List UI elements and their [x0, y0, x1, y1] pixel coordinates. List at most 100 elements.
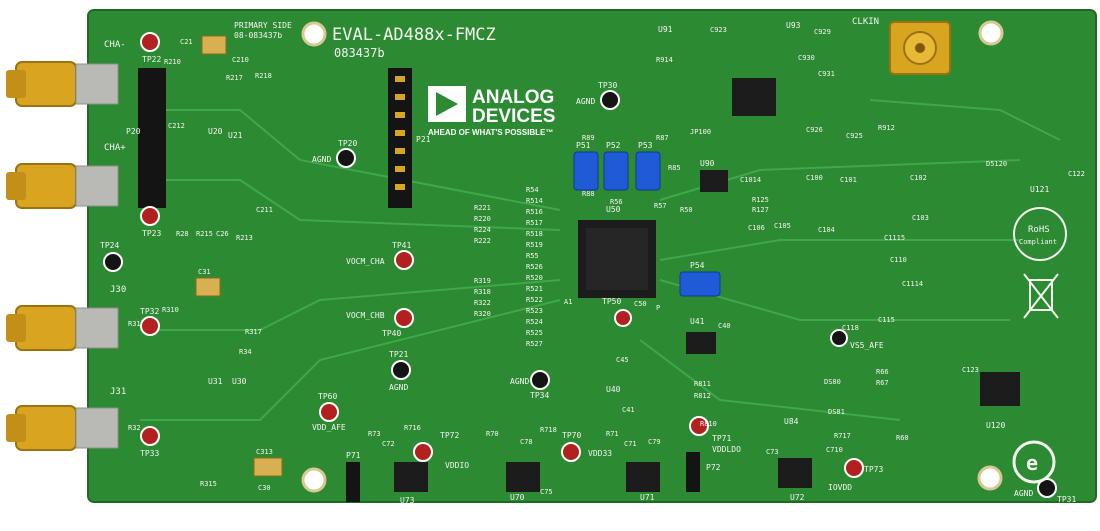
test-point-tp32[interactable]: [140, 316, 160, 336]
test-point-tp41[interactable]: [394, 250, 414, 270]
label-ds81: DS81: [828, 408, 845, 416]
jumper-p54[interactable]: [679, 271, 721, 297]
pin-header-p20[interactable]: [138, 68, 166, 208]
label-r310: R310: [162, 306, 179, 314]
label-a1: A1: [564, 298, 572, 306]
test-point-tp60[interactable]: [319, 402, 339, 422]
test-point-tp21[interactable]: [391, 360, 411, 380]
label-r71: R71: [606, 430, 619, 438]
board-title: EVAL-AD488x-FMCZ: [332, 25, 496, 45]
test-point-tp20[interactable]: [336, 148, 356, 168]
label-r73: R73: [368, 430, 381, 438]
label-agnd-tp20: AGND: [312, 155, 331, 164]
label-c78: C78: [520, 438, 533, 446]
jumper-p53[interactable]: [635, 151, 661, 191]
test-point-tp23[interactable]: [140, 206, 160, 226]
label-tp33: TP33: [140, 449, 159, 458]
sma-connector-cha-minus[interactable]: [6, 61, 119, 107]
label-p54: P54: [690, 261, 705, 270]
capacitor-c31: [195, 277, 221, 297]
label-c211: C211: [256, 206, 273, 214]
label-c931: C931: [818, 70, 835, 78]
recycle-e-icon: e: [1012, 440, 1056, 484]
label-c31: C31: [198, 268, 211, 276]
label-u90: U90: [700, 159, 715, 168]
label-u73: U73: [400, 496, 415, 505]
label-r56: R56: [610, 198, 623, 206]
label-r88: R88: [582, 190, 595, 198]
label-r31: R31: [128, 320, 141, 328]
mounting-hole: [301, 467, 327, 493]
label-tp24: TP24: [100, 241, 119, 250]
label-p20: P20: [126, 127, 141, 136]
label-c115: C115: [878, 316, 895, 324]
label-r67: R67: [876, 379, 889, 387]
label-r522: R522: [526, 296, 543, 304]
chip-u120: [980, 372, 1020, 406]
label-vddio: VDDIO: [445, 461, 469, 470]
label-c923: C923: [710, 26, 727, 34]
label-r32: R32: [128, 424, 141, 432]
label-r520: R520: [526, 274, 543, 282]
sma-connector-cha-plus[interactable]: [6, 163, 119, 209]
label-c102: C102: [910, 174, 927, 182]
test-point-tp40[interactable]: [394, 308, 414, 328]
label-r217: R217: [226, 74, 243, 82]
chip-u73: [394, 462, 428, 492]
label-c71: C71: [624, 440, 637, 448]
label-u20: U20: [208, 127, 223, 136]
pin-header-p72[interactable]: [686, 452, 700, 492]
jumper-p52[interactable]: [603, 151, 629, 191]
label-r125: R125: [752, 196, 769, 204]
label-c75: C75: [540, 488, 553, 496]
label-c100: C100: [806, 174, 823, 182]
pin-header-p21[interactable]: [388, 68, 412, 208]
test-point-tp71[interactable]: [689, 416, 709, 436]
label-agnd-tp21: AGND: [389, 383, 408, 392]
label-u120: U120: [986, 421, 1005, 430]
test-point-tp72[interactable]: [413, 442, 433, 462]
jumper-p51[interactable]: [573, 151, 599, 191]
sma-connector-clkin[interactable]: [889, 21, 951, 75]
chip-u70: [506, 462, 540, 492]
rohs-badge: RoHS Compliant: [1013, 207, 1067, 261]
brand-name-line2: DEVICES: [472, 106, 555, 127]
label-r87: R87: [656, 134, 669, 142]
label-tp31: TP31: [1057, 495, 1076, 504]
label-r210: R210: [164, 58, 181, 66]
label-r85: R85: [668, 164, 681, 172]
test-point-vs5-afe[interactable]: [830, 329, 848, 347]
label-c41: C41: [622, 406, 635, 414]
label-r317: R317: [245, 328, 262, 336]
test-point-tp22[interactable]: [140, 32, 160, 52]
test-point-tp70[interactable]: [561, 442, 581, 462]
label-vs5-afe: VS5_AFE: [850, 341, 884, 350]
test-point-tp24[interactable]: [103, 252, 123, 272]
label-jp100: JP100: [690, 128, 711, 136]
label-r222: R222: [474, 237, 491, 245]
test-point-tp33[interactable]: [140, 426, 160, 446]
chip-u90: [700, 170, 728, 192]
test-point-tp30[interactable]: [600, 90, 620, 110]
label-u72: U72: [790, 493, 805, 502]
label-r60: R60: [896, 434, 909, 442]
label-c110: C110: [890, 256, 907, 264]
brand-name-line1: ANALOG: [472, 87, 554, 108]
label-u21: U21: [228, 131, 243, 140]
label-c40: C40: [718, 322, 731, 330]
label-agnd-tp34: AGND: [510, 377, 529, 386]
label-vocm-chb: VOCM_CHB: [346, 311, 385, 320]
sma-connector-j31[interactable]: [6, 405, 119, 451]
test-point-tp73[interactable]: [844, 458, 864, 478]
test-point-tp50[interactable]: [614, 309, 632, 327]
label-r54: R54: [526, 186, 539, 194]
test-point-tp34[interactable]: [530, 370, 550, 390]
pin-header-p71[interactable]: [346, 462, 360, 502]
label-vddldo: VDDLDO: [712, 445, 741, 454]
label-c929: C929: [814, 28, 831, 36]
label-r224: R224: [474, 226, 491, 234]
sma-connector-j30[interactable]: [6, 305, 119, 351]
mounting-hole: [301, 21, 327, 47]
board-part-number: 083437b: [334, 46, 385, 60]
clock-chip: [732, 78, 776, 116]
